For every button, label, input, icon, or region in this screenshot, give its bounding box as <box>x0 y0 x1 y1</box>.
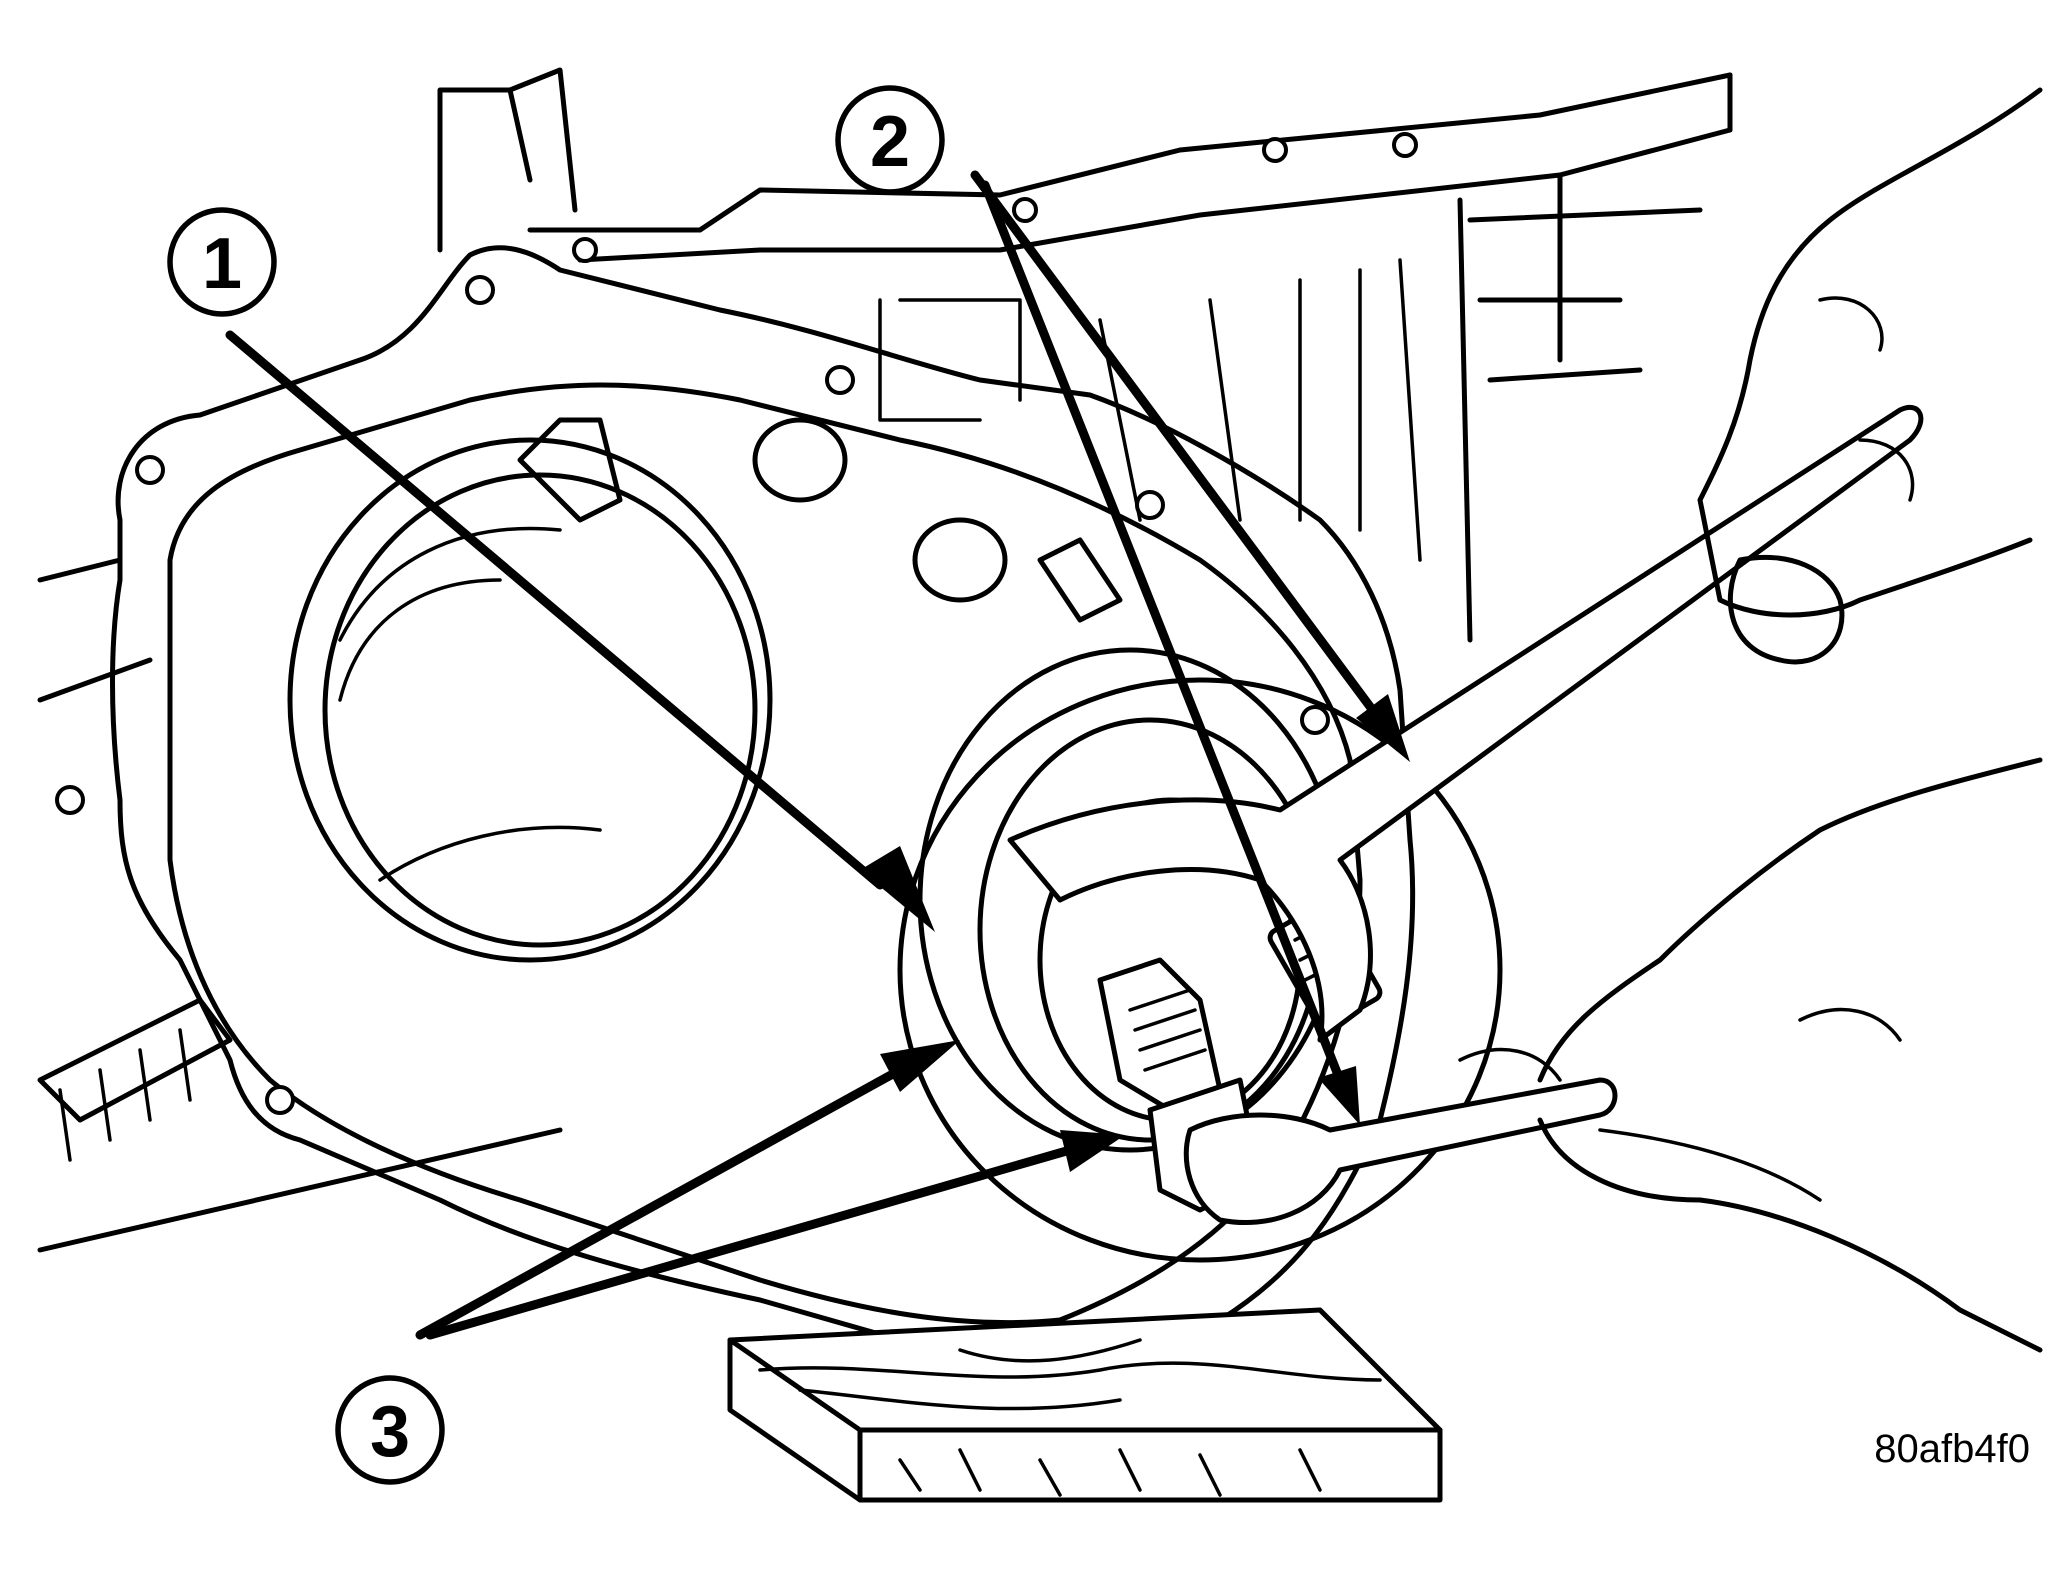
technician-hands <box>1458 87 2043 1353</box>
callout-1: 1 <box>167 207 277 317</box>
figure-id-label: 80afb4f0 <box>1874 1427 2030 1471</box>
holding-tool-wrench <box>1007 404 1924 1043</box>
callout-2-number: 2 <box>870 102 910 182</box>
callout-leaders <box>225 170 1410 1340</box>
callout-1-number: 1 <box>202 224 242 304</box>
socket-breaker-bar <box>1183 1077 1618 1226</box>
callout-3-number: 3 <box>370 1392 410 1472</box>
callout-2: 2 <box>835 85 945 195</box>
wood-support-block <box>727 1307 1443 1503</box>
callout-3: 3 <box>335 1375 445 1485</box>
